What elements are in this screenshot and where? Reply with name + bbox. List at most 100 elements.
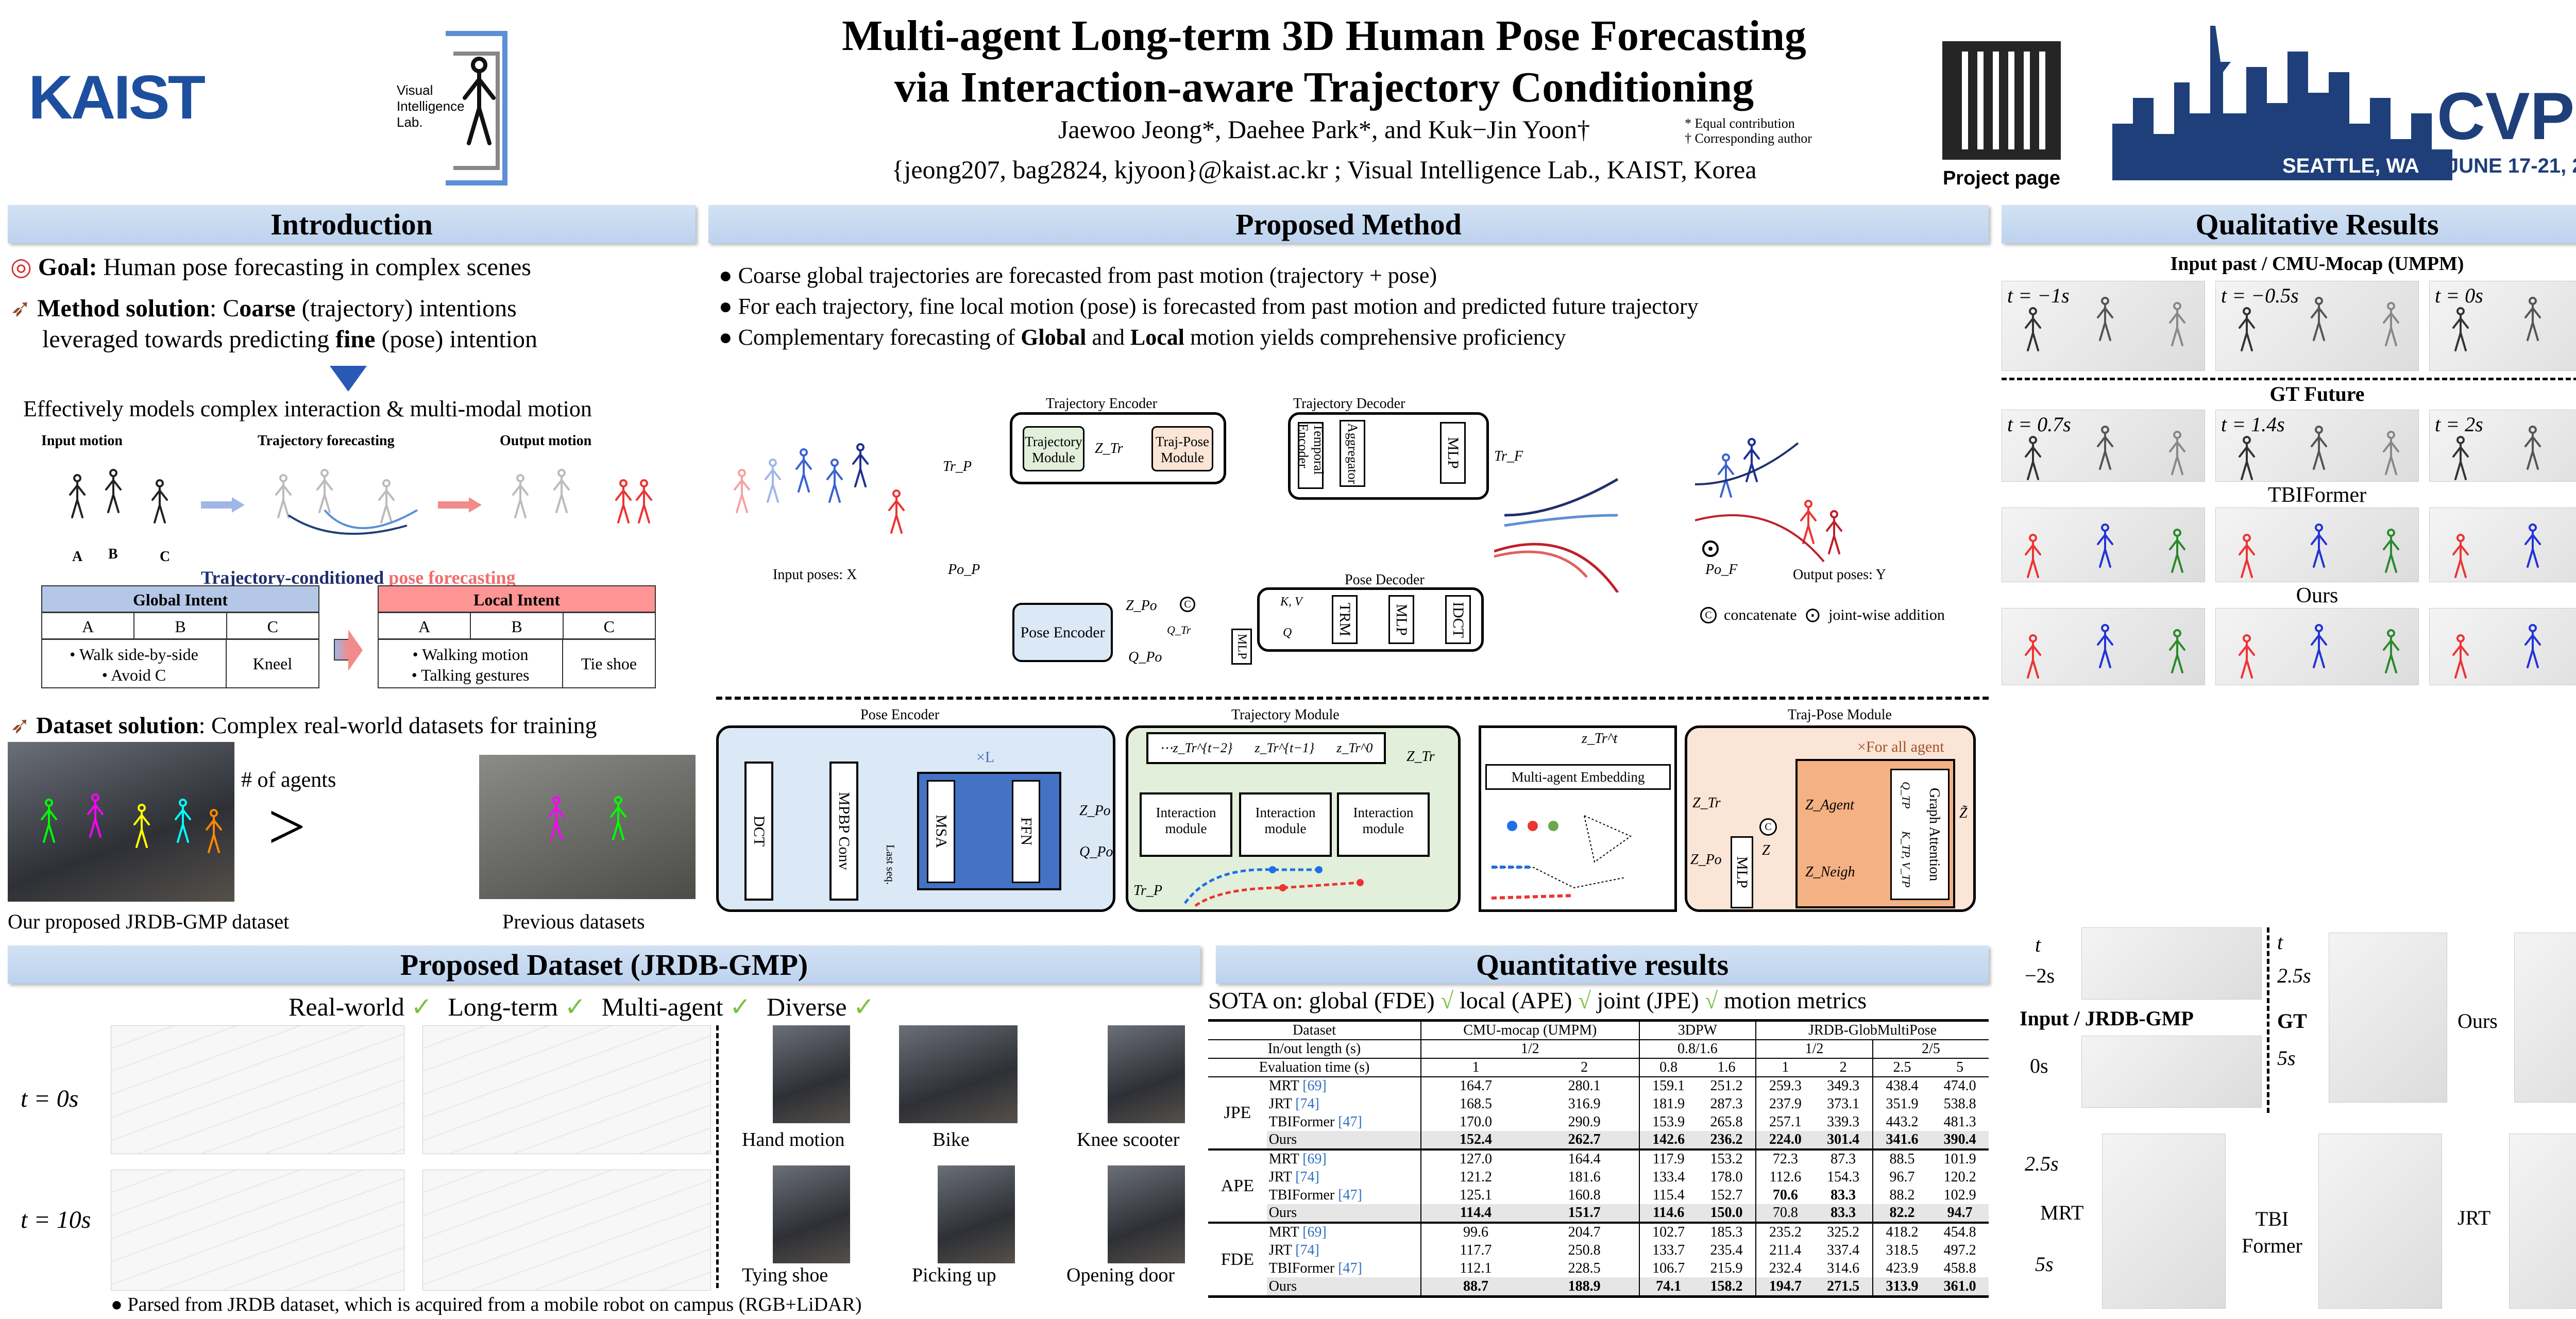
caption-ours: Our proposed JRDB-GMP dataset bbox=[8, 910, 290, 933]
trm-block: TRM bbox=[1332, 595, 1358, 644]
table-cell: 117.7 bbox=[1460, 1242, 1492, 1258]
bow-arrow-icon: ➶ bbox=[10, 712, 30, 738]
citation-link[interactable]: [47] bbox=[1338, 1187, 1362, 1203]
intro-figure: Input motion Trajectory forecasting Outp… bbox=[15, 433, 696, 567]
effectively-text: Effectively models complex interaction &… bbox=[23, 396, 592, 421]
citation-link[interactable]: [69] bbox=[1302, 1224, 1327, 1240]
jrdb-t2: t bbox=[2277, 931, 2283, 954]
qual-result-image bbox=[2429, 608, 2576, 685]
intent-item: • Talking gestures bbox=[411, 666, 530, 684]
table-cell: 96.7 bbox=[1889, 1169, 1915, 1185]
feature-diverse: Diverse ✓ bbox=[767, 992, 875, 1021]
caption: Tying shoe bbox=[742, 1264, 828, 1286]
table-cell: 70.8 bbox=[1756, 1204, 1815, 1223]
metric-label: APE bbox=[1208, 1149, 1267, 1223]
pose-encoder-box: Pose Encoder bbox=[1012, 603, 1113, 662]
jrdb-t: t bbox=[2035, 933, 2041, 956]
fig-label: Input motion bbox=[41, 433, 123, 449]
vil-logo-line: Lab. bbox=[397, 114, 423, 130]
section-quantitative-results: Quantitative results bbox=[1216, 945, 1989, 984]
title-line-1: Multi-agent Long-term 3D Human Pose Fore… bbox=[842, 12, 1806, 60]
col-b: B bbox=[134, 613, 227, 638]
caption: Opening door bbox=[1066, 1264, 1175, 1286]
agent-label: A bbox=[72, 549, 83, 565]
z-seq-item: ⋯z_Tr^{t−2} bbox=[1159, 740, 1233, 755]
poster-title: Multi-agent Long-term 3D Human Pose Fore… bbox=[567, 10, 2081, 113]
z-po-label: Z_Po bbox=[1690, 852, 1722, 868]
col-a: A bbox=[42, 613, 135, 638]
example-picking-up bbox=[938, 1165, 1015, 1263]
example-tying-shoe bbox=[773, 1165, 850, 1263]
cvpr-dates: JUNE 17-21, 2024 bbox=[2447, 155, 2576, 177]
table-cell: 153.2 bbox=[1697, 1149, 1757, 1168]
citation-link[interactable]: [69] bbox=[1302, 1078, 1327, 1094]
target-icon: ◎ bbox=[10, 253, 32, 281]
pose-forecasting-text: pose forecasting bbox=[384, 567, 516, 588]
dataset-divider bbox=[716, 1025, 719, 1288]
z-neigh-label: Z_Neigh bbox=[1805, 864, 1855, 880]
qual-result-image bbox=[2215, 608, 2419, 685]
qual-result-image: t = −1s bbox=[2002, 281, 2205, 371]
citation-link[interactable]: [74] bbox=[1295, 1169, 1319, 1185]
jrdb-divider bbox=[2267, 927, 2269, 1113]
method-solution-label: Method solution bbox=[37, 295, 210, 322]
trajectory-decoder-box: Temporal Encoder Aggregator MLP bbox=[1288, 412, 1489, 500]
table-cell: 127.0 bbox=[1459, 1151, 1492, 1167]
dataset-solution-text: : Complex real-world datasets for traini… bbox=[198, 712, 597, 738]
method-name: JRT bbox=[1268, 1242, 1292, 1258]
table-cell: 74.1 bbox=[1639, 1277, 1698, 1295]
inout-value: 2/5 bbox=[1922, 1041, 1940, 1057]
col-c: C bbox=[267, 617, 278, 636]
table-cell: 251.2 bbox=[1697, 1077, 1757, 1095]
citation-link[interactable]: [74] bbox=[1295, 1242, 1319, 1258]
last-seq-label: Last seq. bbox=[884, 844, 897, 885]
z-seq-item: z_Tr^{t−1} bbox=[1255, 740, 1315, 755]
method-name: MRT bbox=[1268, 1224, 1299, 1240]
time-label: t = −1s bbox=[2007, 284, 2070, 307]
table-cell: 153.9 bbox=[1652, 1113, 1685, 1130]
tbiformer-label: TBIFormer bbox=[2267, 483, 2367, 507]
table-cell: 250.8 bbox=[1530, 1241, 1640, 1259]
jrdb-mrt-label: MRT bbox=[2040, 1201, 2084, 1224]
table-cell: 152.4 bbox=[1421, 1131, 1530, 1149]
jrdb-jrt-label: JRT bbox=[2458, 1206, 2491, 1229]
jrdb-5s: 5s bbox=[2277, 1046, 2296, 1070]
table-cell: 150.0 bbox=[1697, 1204, 1757, 1223]
table-cell: 373.1 bbox=[1814, 1095, 1873, 1113]
example-knee-scooter bbox=[1108, 1025, 1185, 1123]
table-cell: 133.4 bbox=[1652, 1169, 1685, 1185]
aggregator-block: Aggregator bbox=[1340, 420, 1365, 487]
intent-c: Kneel bbox=[252, 654, 293, 673]
feature-multi-agent: Multi-agent ✓ bbox=[601, 992, 752, 1021]
fig-label: Trajectory forecasting bbox=[258, 433, 395, 449]
citation-link[interactable]: [69] bbox=[1302, 1151, 1327, 1167]
citation-link[interactable]: [47] bbox=[1338, 1113, 1362, 1130]
table-cell: 418.2 bbox=[1886, 1224, 1919, 1240]
jrdb-tbi-img bbox=[2318, 1134, 2442, 1309]
cvpr-location: SEATTLE, WA bbox=[2282, 155, 2419, 177]
table-cell: 235.2 bbox=[1769, 1224, 1802, 1240]
table-cell: 170.0 bbox=[1459, 1113, 1492, 1130]
table-cell: 259.3 bbox=[1769, 1078, 1802, 1094]
table-cell: 481.3 bbox=[1943, 1113, 1976, 1130]
pose-decoder-box: K, V Q TRM MLP IDCT bbox=[1257, 587, 1484, 652]
table-cell: 88.2 bbox=[1889, 1187, 1915, 1203]
multi-agent-embedding-detail: z_Tr^t Multi-agent Embedding bbox=[1479, 725, 1677, 912]
title-line-2: via Interaction-aware Trajectory Conditi… bbox=[894, 63, 1754, 111]
qr-code[interactable] bbox=[1937, 36, 2066, 165]
table-cell: 287.3 bbox=[1697, 1095, 1757, 1113]
metric-label: FDE bbox=[1208, 1223, 1267, 1295]
right-arrow-head bbox=[348, 630, 363, 671]
table-cell: 82.2 bbox=[1872, 1204, 1931, 1223]
citation-link[interactable]: [47] bbox=[1338, 1260, 1362, 1276]
jrdb-gt-img bbox=[2329, 933, 2447, 1103]
agent-label: C bbox=[160, 549, 171, 565]
local-intent-table: Local Intent A B C • Walking motion • Ta… bbox=[378, 585, 656, 688]
z-tr-label: Z_Tr bbox=[1095, 441, 1123, 456]
table-cell: 94.7 bbox=[1931, 1204, 1989, 1223]
citation-link[interactable]: [74] bbox=[1295, 1095, 1319, 1112]
